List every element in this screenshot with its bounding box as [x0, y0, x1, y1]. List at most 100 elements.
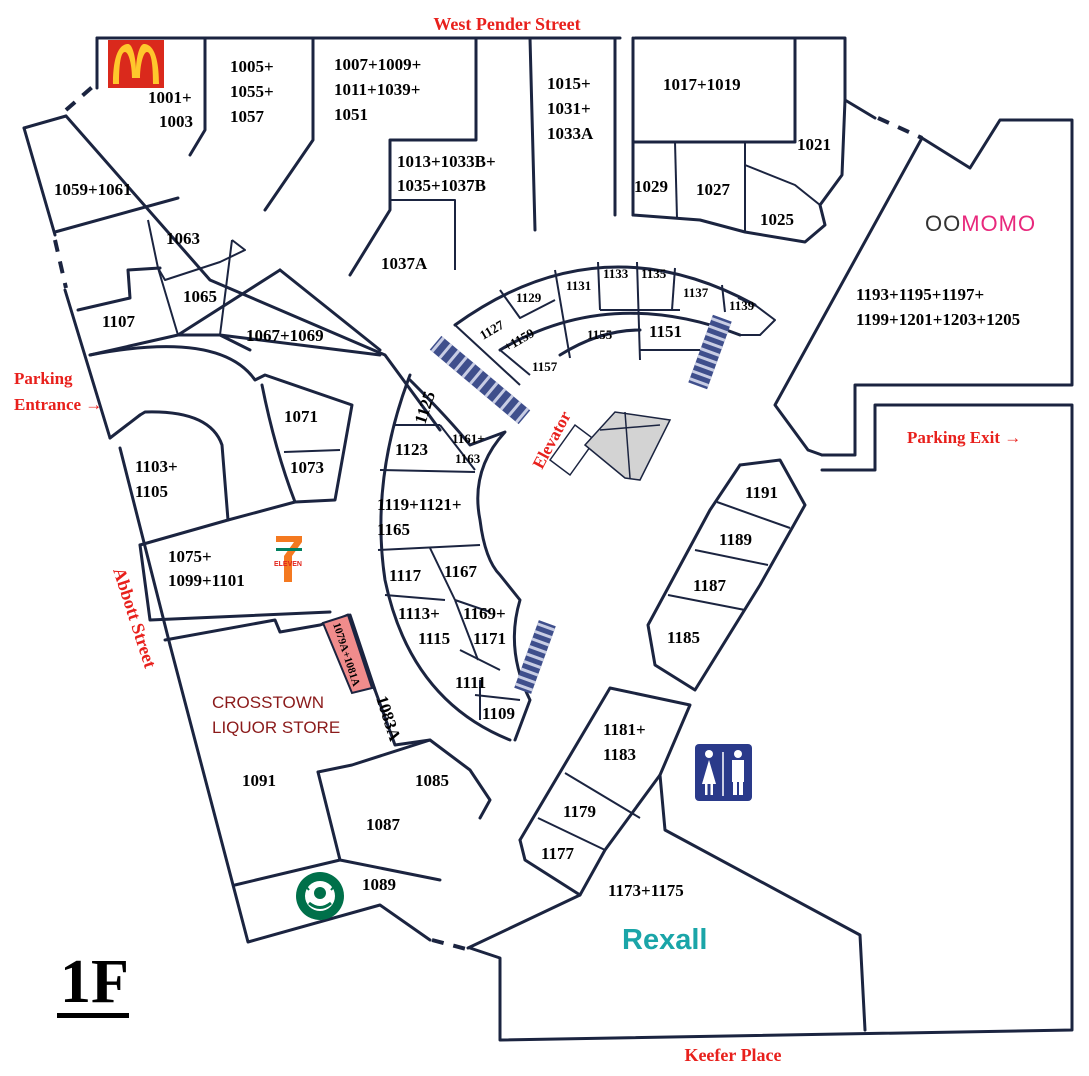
floor-underline: [57, 1013, 129, 1018]
unit-1169: 1171: [473, 629, 506, 648]
unit-1025: 1025: [760, 210, 794, 229]
unit-1109: 1109: [482, 704, 515, 723]
unit-1005: 1057: [230, 107, 265, 126]
unit-1001: 1003: [159, 112, 193, 131]
unit-1067: 1067+1069: [246, 326, 324, 345]
unit-1181: 1183: [603, 745, 636, 764]
unit-1123: 1123: [395, 440, 428, 459]
unit-1005: 1055+: [230, 82, 274, 101]
unit-1133: 1133: [603, 266, 629, 281]
unit-1151: 1151: [649, 322, 682, 341]
parking-entrance-line2: Entrance →: [14, 395, 102, 414]
unit-1157: 1157: [532, 359, 558, 374]
washroom-icon: [695, 744, 752, 801]
crosstown-line2: LIQUOR STORE: [212, 718, 340, 737]
unit-1191: 1191: [745, 483, 778, 502]
unit-1037a: 1037A: [381, 254, 428, 273]
unit-1113: 1115: [418, 629, 450, 648]
unit-1193: 1193+1195+1197+: [856, 285, 984, 304]
entrances: [53, 80, 923, 952]
escalators: [429, 314, 732, 694]
unit-1119: 1119+1121+: [377, 495, 462, 514]
unit-1127: 1127: [477, 317, 507, 343]
unit-1119: 1165: [377, 520, 410, 539]
west-units: [53, 196, 492, 887]
unit-1091: 1091: [242, 771, 276, 790]
unit-1015: 1015+: [547, 74, 591, 93]
unit-labels: 1001+ 1003 1005+ 1055+ 1057 1007+1009+ 1…: [54, 55, 1020, 900]
unit-1111: 1111: [455, 673, 486, 692]
unit-1007: 1051: [334, 105, 368, 124]
escalator-east: [688, 314, 732, 390]
floor-label: 1F: [60, 948, 129, 1016]
unit-1161: 1163: [455, 451, 481, 466]
unit-1129: 1129: [516, 290, 542, 305]
unit-1013: 1035+1037B: [397, 176, 486, 195]
unit-1063: 1063: [166, 229, 200, 248]
elevator-shaft: [548, 411, 672, 481]
crosstown-line1: CROSSTOWN: [212, 693, 324, 712]
parking-exit-label: Parking Exit →: [907, 428, 1021, 447]
unit-1015: 1033A: [547, 124, 594, 143]
unit-1107: 1107: [102, 312, 136, 331]
unit-1189: 1189: [719, 530, 752, 549]
unit-1001: 1001+: [148, 88, 192, 107]
street-west-pender: West Pender Street: [433, 14, 580, 34]
unit-1005: 1005+: [230, 57, 274, 76]
unit-1083a: 1083A: [372, 693, 405, 744]
unit-1075: 1099+1101: [168, 571, 245, 590]
unit-1113: 1113+: [398, 604, 440, 623]
escalator-south: [514, 620, 556, 694]
unit-1071: 1071: [284, 407, 318, 426]
unit-1085: 1085: [415, 771, 449, 790]
outer-walls: [22, 36, 1074, 1042]
unit-1131: 1131: [566, 278, 591, 293]
escalator-north: [429, 335, 531, 425]
unit-1117: 1117: [389, 566, 422, 585]
unit-1155: 1155: [587, 327, 613, 342]
unit-1187: 1187: [693, 576, 727, 595]
unit-1177: 1177: [541, 844, 575, 863]
unit-1167: 1167: [444, 562, 478, 581]
unit-1103: 1103+: [135, 457, 178, 476]
mcdonalds-logo: [108, 40, 164, 88]
unit-1161: 1161+: [452, 431, 485, 446]
unit-1075: 1075+: [168, 547, 212, 566]
unit-1089: 1089: [362, 875, 396, 894]
unit-1015: 1031+: [547, 99, 591, 118]
unit-1139: 1139: [729, 298, 755, 313]
unit-1007: 1007+1009+: [334, 55, 421, 74]
unit-1065: 1065: [183, 287, 217, 306]
seven-eleven-logo: ELEVEN: [272, 534, 304, 584]
unit-1017: 1017+1019: [663, 75, 741, 94]
unit-1137: 1137: [683, 285, 709, 300]
central-ring: [377, 261, 776, 742]
unit-1173: 1173+1175: [608, 881, 684, 900]
unit-1021: 1021: [797, 135, 831, 154]
unit-1029: 1029: [634, 177, 668, 196]
unit-1013: 1013+1033B+: [397, 152, 496, 171]
unit-1073: 1073: [290, 458, 324, 477]
seven-eleven-label: ELEVEN: [274, 561, 302, 568]
unit-1127: +1159: [501, 325, 537, 355]
unit-1135: 1135: [641, 266, 667, 281]
north-units: [64, 36, 924, 457]
unit-1079a-1081a-highlight: [321, 613, 374, 695]
unit-1193: 1199+1201+1203+1205: [856, 310, 1020, 329]
unit-1027: 1027: [696, 180, 731, 199]
unit-1181: 1181+: [603, 720, 646, 739]
east-units: [466, 458, 867, 1032]
oomomo-logo: OOMOMO: [925, 211, 1036, 236]
street-keefer-place: Keefer Place: [684, 1045, 781, 1065]
rexall-logo: Rexall: [622, 924, 707, 956]
unit-1103: 1105: [135, 482, 168, 501]
parking-entrance-line1: Parking: [14, 369, 73, 388]
unit-1007: 1011+1039+: [334, 80, 420, 99]
unit-1169: 1169+: [463, 604, 506, 623]
unit-1059: 1059+1061: [54, 180, 132, 199]
unit-1087: 1087: [366, 815, 401, 834]
starbucks-logo: [296, 872, 344, 920]
unit-1185: 1185: [667, 628, 700, 647]
unit-1179: 1179: [563, 802, 596, 821]
